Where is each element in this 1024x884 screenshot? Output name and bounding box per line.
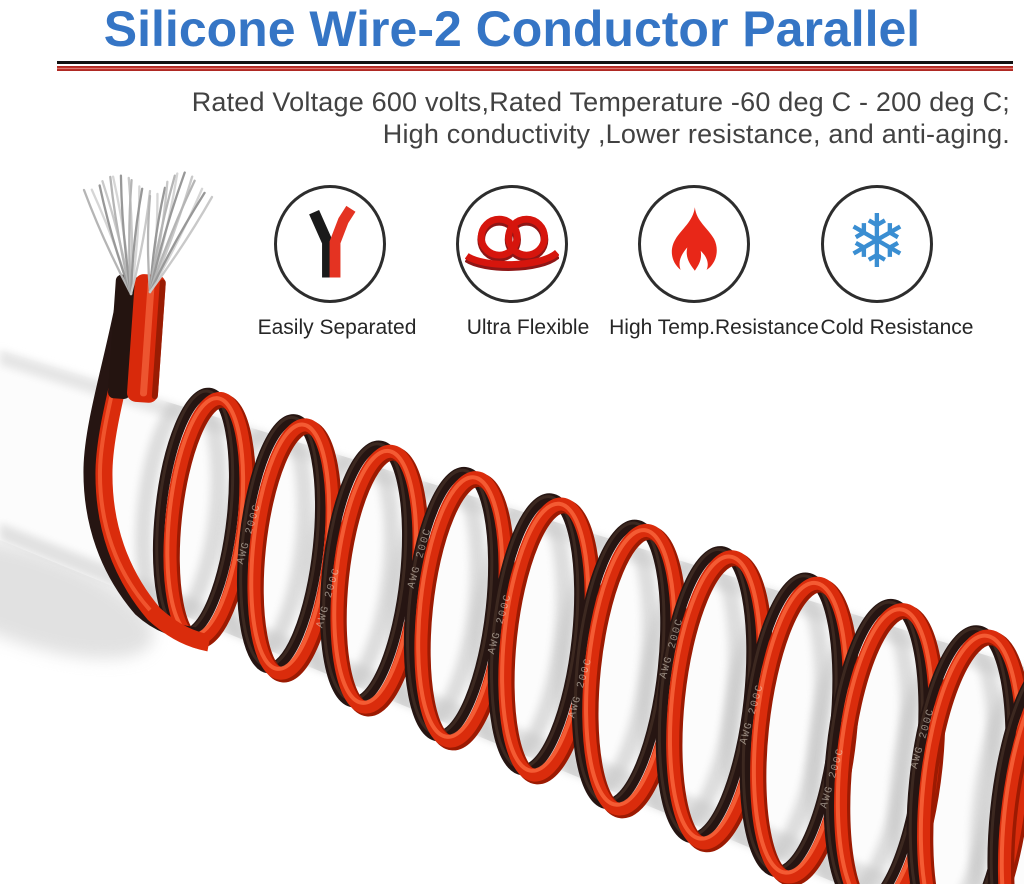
feature-label-easily-separated: Easily Separated bbox=[257, 316, 417, 339]
stripped-strand bbox=[148, 195, 214, 294]
ultra-flexible-badge bbox=[456, 185, 568, 303]
stripped-strand bbox=[82, 188, 133, 296]
feature-label-cold-resistance: Cold Resistance bbox=[820, 316, 974, 339]
coiled-wire-icon bbox=[465, 215, 559, 271]
high-temp-badge bbox=[638, 185, 750, 303]
stripped-strand bbox=[148, 179, 196, 294]
stripped-strand bbox=[98, 184, 133, 296]
page-title: Silicone Wire-2 Conductor Parallel bbox=[103, 1, 921, 57]
coil-conductor bbox=[999, 659, 1024, 884]
easily-separated-badge bbox=[274, 185, 386, 303]
feature-label-ultra-flexible: Ultra Flexible bbox=[466, 316, 590, 339]
stripped-wire-strands bbox=[82, 171, 214, 296]
stripped-strand bbox=[129, 187, 144, 296]
split-wire-y-icon bbox=[309, 205, 356, 278]
stripped-strand bbox=[129, 185, 141, 296]
cold-resistance-badge: ❄ bbox=[821, 185, 933, 303]
feature-label-high-temp: High Temp.Resistance bbox=[609, 316, 819, 339]
stripped-strand bbox=[128, 179, 133, 296]
snowflake-icon: ❄ bbox=[845, 199, 908, 285]
divider-line-black bbox=[57, 61, 1013, 64]
coil-conductor bbox=[987, 650, 1024, 884]
stripped-strand bbox=[146, 194, 152, 294]
wire-coil-loop bbox=[987, 650, 1024, 884]
coil-loop-shadow bbox=[969, 652, 1024, 884]
product-specs: Rated Voltage 600 volts,Rated Temperatur… bbox=[192, 86, 1010, 150]
coil-conductor bbox=[989, 652, 1024, 884]
tube-shadow bbox=[0, 537, 154, 659]
coil-conductor bbox=[997, 654, 1024, 884]
spec-line-2: High conductivity ,Lower resistance, and… bbox=[382, 119, 1010, 149]
stripped-strand bbox=[148, 171, 186, 294]
flame-icon bbox=[671, 207, 717, 271]
stripped-strand bbox=[148, 191, 206, 294]
spec-line-1: Rated Voltage 600 volts,Rated Temperatur… bbox=[191, 87, 1010, 117]
wire-jacket bbox=[108, 274, 166, 403]
divider-line-red bbox=[57, 66, 1013, 71]
